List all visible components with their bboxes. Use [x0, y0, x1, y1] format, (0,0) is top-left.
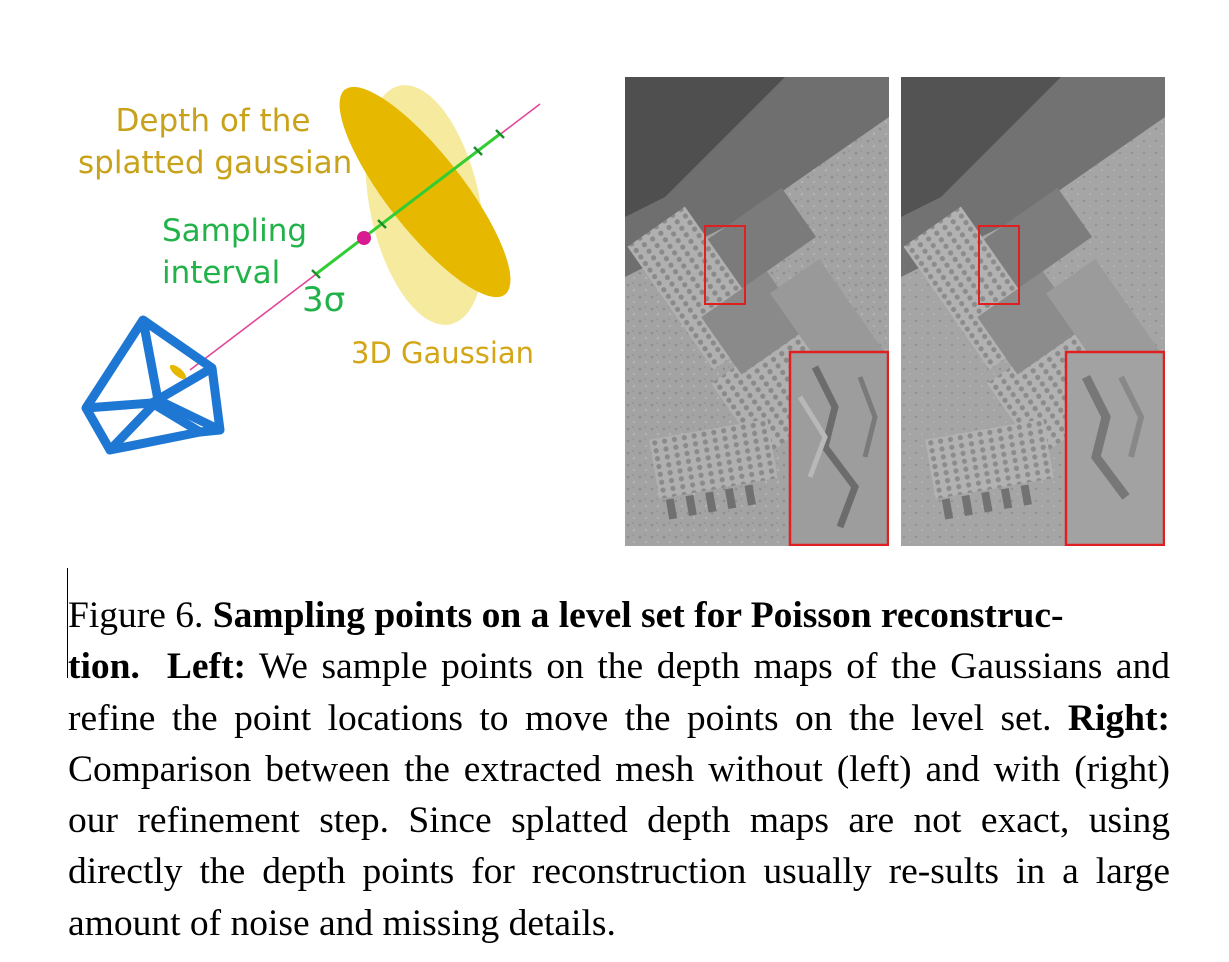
camera-frustum-icon: [86, 320, 220, 450]
sampling-interval-label: Sampling interval: [162, 210, 307, 294]
camera-inner-disc: [168, 363, 188, 382]
gaussian-label: 3D Gaussian: [351, 336, 534, 371]
left-label: Left:: [167, 646, 246, 687]
right-label: Right:: [1068, 698, 1170, 739]
depth-label: Depth of the splatted gaussian: [78, 100, 348, 184]
sample-point: [357, 231, 371, 245]
figure-label: Figure 6.: [68, 595, 203, 636]
right-text: Comparison between the extracted mesh wi…: [68, 749, 1170, 944]
mesh-render-without-refinement: [625, 77, 889, 546]
figure-caption: Figure 6. Sampling points on a level set…: [68, 590, 1170, 949]
sigma-label: 3σ: [302, 280, 345, 321]
zoom-inset: [1066, 352, 1164, 545]
mesh-render-with-refinement: [901, 77, 1165, 546]
zoom-inset: [790, 352, 888, 545]
figure-6: Depth of the splatted gaussian Sampling …: [0, 0, 1229, 560]
